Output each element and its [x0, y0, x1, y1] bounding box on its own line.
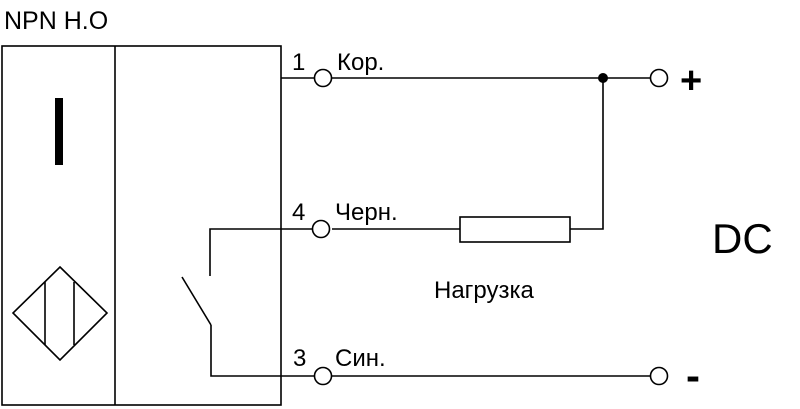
load-resistor-icon [459, 216, 571, 243]
supply-type-label: DC [712, 215, 773, 262]
switch-contact-icon [181, 228, 323, 377]
terminal-1-number: 1 [292, 49, 305, 76]
inductive-sensor-icon [11, 265, 109, 362]
terminal-4-number: 4 [292, 199, 305, 226]
terminal-3-label: Син. [335, 345, 386, 372]
diagram-title: NPN H.O [4, 7, 108, 35]
supply-minus-terminal-icon [649, 366, 669, 386]
terminal-4-label: Черн. [335, 199, 398, 226]
supply-minus-label: - [686, 352, 700, 399]
sensor-body [1, 45, 282, 406]
supply-plus-label: + [680, 60, 702, 102]
supply-plus-terminal-icon [649, 68, 669, 88]
terminal-1-icon [313, 68, 333, 88]
terminal-3-number: 3 [293, 345, 306, 372]
wire-load-return [570, 78, 604, 230]
terminal-4-icon [311, 219, 331, 239]
terminal-1-label: Кор. [337, 49, 384, 76]
junction-dot-icon [598, 73, 608, 83]
terminal-3-icon [313, 366, 333, 386]
indicator-bar-icon [55, 98, 63, 165]
load-label: Нагрузка [434, 277, 535, 304]
